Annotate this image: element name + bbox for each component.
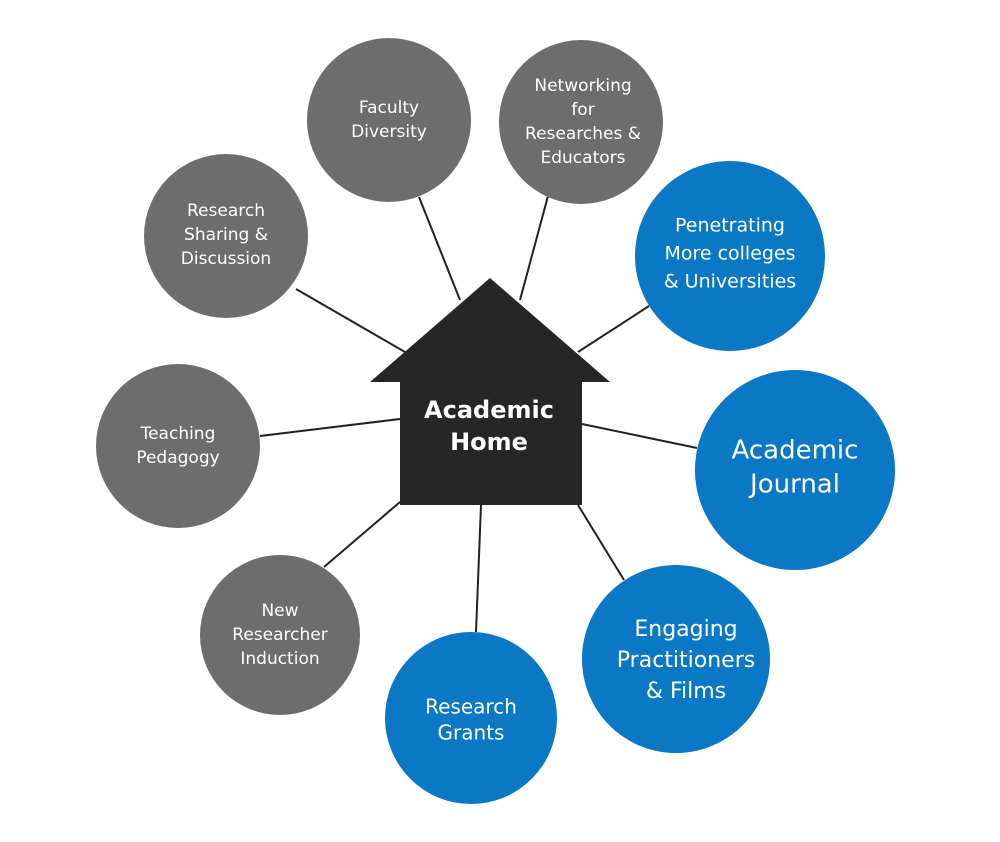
node-circle xyxy=(307,38,471,202)
house-icon xyxy=(370,278,610,505)
label-line: Academic xyxy=(732,436,859,466)
label-line: New xyxy=(261,601,298,621)
node-circle xyxy=(385,632,557,804)
label-line: Induction xyxy=(240,649,319,669)
label-line: & Films xyxy=(646,679,726,704)
label-line: Engaging xyxy=(634,617,737,642)
node-circle xyxy=(200,555,360,715)
connector-teaching-pedagogy xyxy=(259,418,401,437)
label-line: Practitioners xyxy=(617,648,755,673)
connector-penetrating xyxy=(577,305,650,353)
label-line: Home xyxy=(450,428,528,456)
label-line: Researcher xyxy=(232,625,327,645)
node-circle xyxy=(144,154,308,318)
node-circle xyxy=(635,161,825,351)
label-line: Discussion xyxy=(181,249,271,269)
connector-research-sharing xyxy=(295,288,406,353)
node-circle xyxy=(96,364,260,528)
label-line: Pedagogy xyxy=(136,448,219,468)
label-line: & Universities xyxy=(664,271,796,293)
connector-new-researcher xyxy=(323,501,401,568)
connector-academic-journal xyxy=(581,423,698,449)
label-line: Researches & xyxy=(525,124,641,144)
label-line: Research xyxy=(425,695,517,719)
label-line: Journal xyxy=(748,470,840,500)
label-line: Educators xyxy=(541,148,626,168)
label-line: Academic xyxy=(424,396,554,424)
label-line: Research xyxy=(187,201,265,221)
connector-networking xyxy=(519,195,549,301)
connector-faculty-diversity xyxy=(418,196,461,301)
node-circle xyxy=(499,40,663,204)
label-line: Faculty xyxy=(359,98,419,118)
label-line: More colleges xyxy=(664,243,795,265)
label-line: for xyxy=(571,100,594,120)
label-line: Grants xyxy=(438,721,505,745)
connector-lines xyxy=(259,195,698,633)
label-line: Teaching xyxy=(140,424,216,444)
connector-research-grants xyxy=(475,504,482,633)
label-line: Networking xyxy=(534,76,631,96)
label-line: Diversity xyxy=(351,122,427,142)
connector-engaging xyxy=(577,504,625,581)
label-line: Sharing & xyxy=(184,225,268,245)
node-circle xyxy=(582,565,770,753)
label-line: Penetrating xyxy=(675,215,785,237)
node-circle xyxy=(695,370,895,570)
